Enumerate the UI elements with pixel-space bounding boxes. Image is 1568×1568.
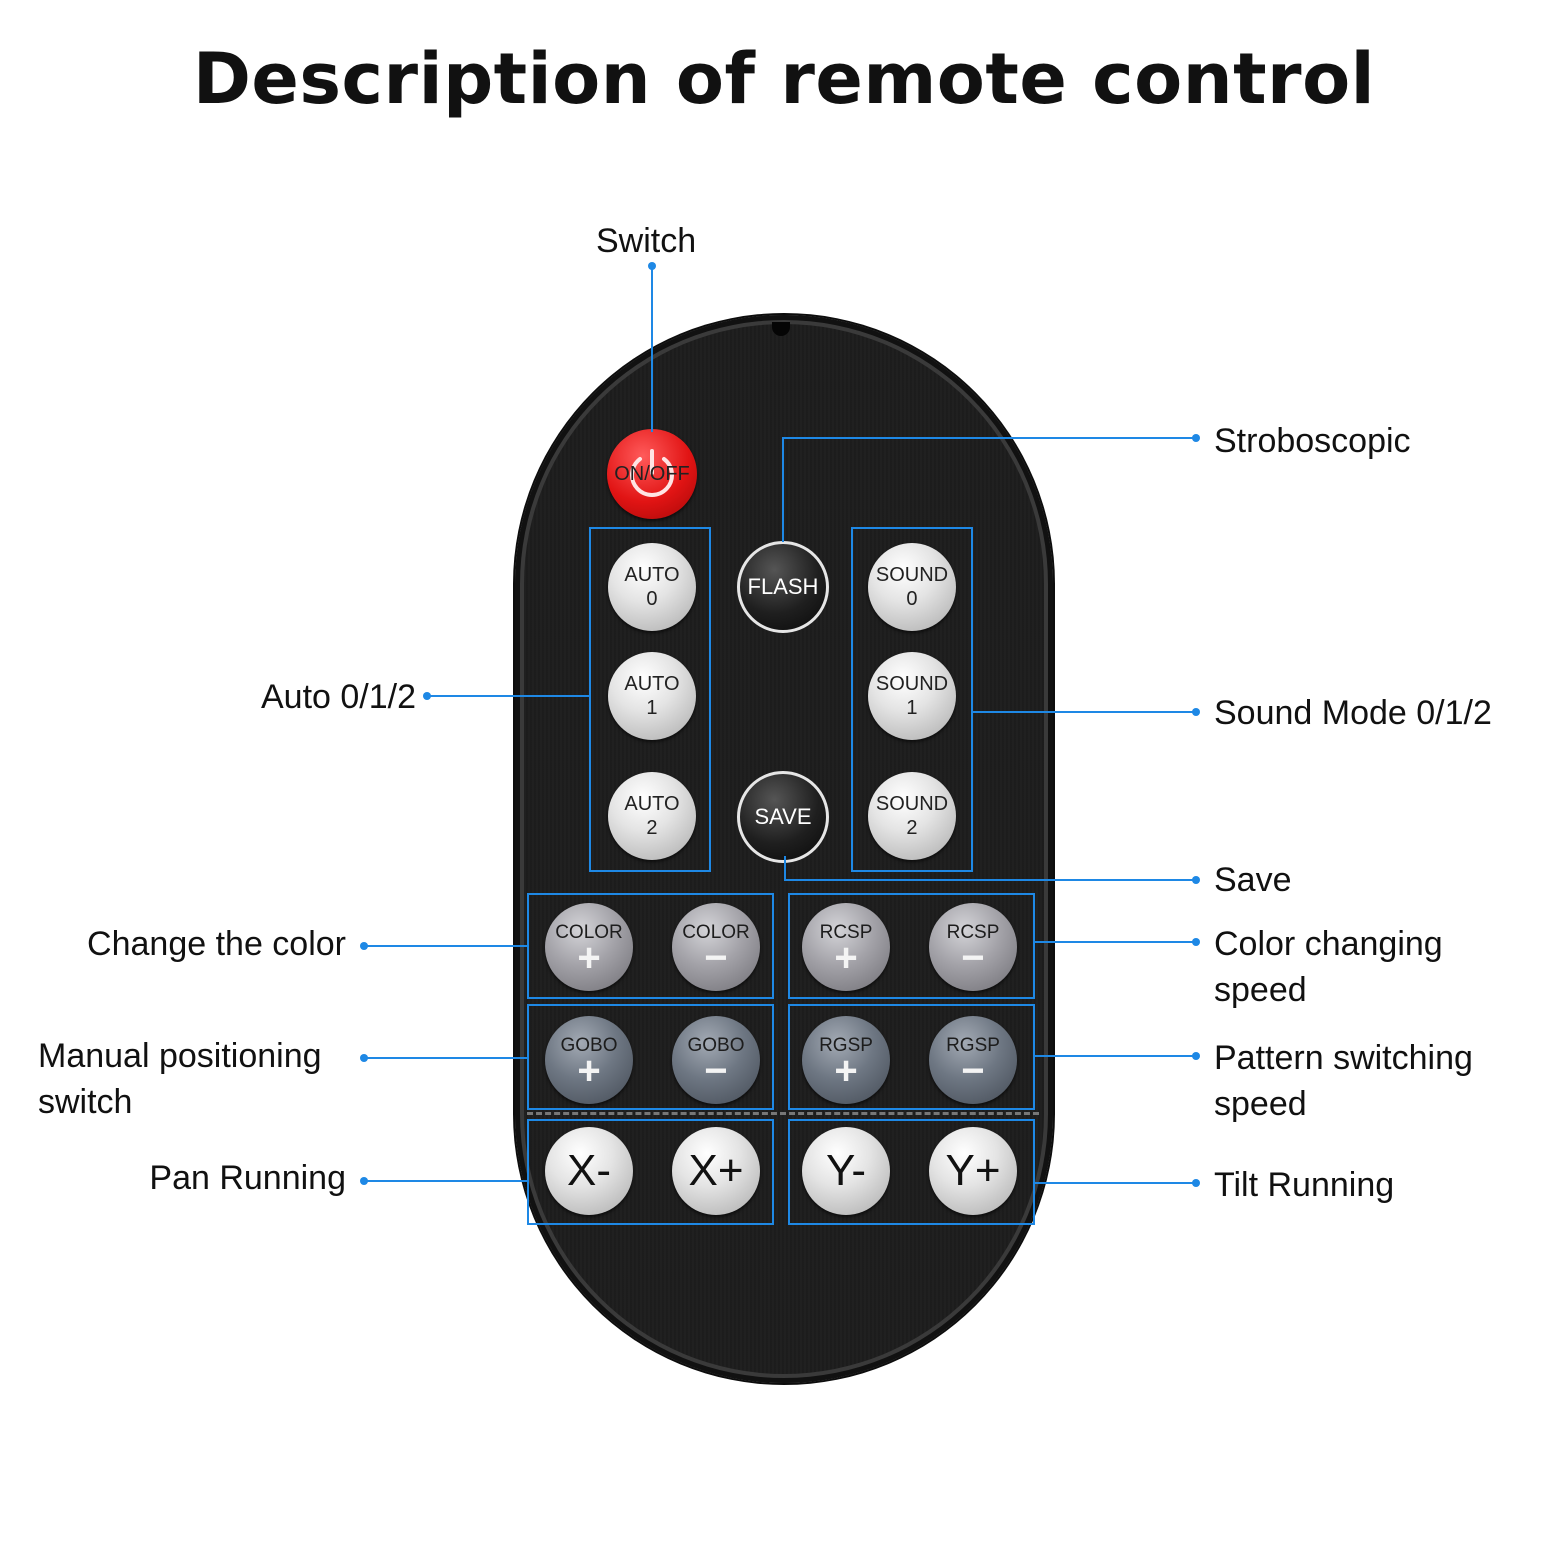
y-plus-button[interactable]: Y+ (929, 1127, 1017, 1215)
color-minus-label: COLOR (682, 922, 750, 943)
save-callout: Save (1214, 861, 1292, 899)
x-minus-label: X- (567, 1146, 611, 1195)
sound-2-button[interactable]: SOUND 2 (868, 772, 956, 860)
y-minus-label: Y- (826, 1146, 866, 1195)
gobo-plus-button[interactable]: GOBO+ (545, 1016, 633, 1104)
plus-icon: + (834, 936, 858, 980)
auto-2-label: AUTO 2 (624, 793, 680, 839)
pattern-speed-callout: Pattern switching speed (1214, 1039, 1473, 1123)
plus-icon: + (577, 936, 601, 980)
x-minus-button[interactable]: X- (545, 1127, 633, 1215)
rgsp-plus-button[interactable]: RGSP+ (802, 1016, 890, 1104)
gobo-plus-label: GOBO (560, 1035, 618, 1056)
auto-0-label: AUTO 0 (624, 564, 680, 610)
rgsp-minus-label: RGSP (946, 1035, 1000, 1056)
rgsp-minus-button[interactable]: RGSP− (929, 1016, 1017, 1104)
tilt-running-callout: Tilt Running (1214, 1166, 1395, 1204)
rcsp-plus-label: RCSP (819, 922, 873, 943)
sound-0-button[interactable]: SOUND 0 (868, 543, 956, 631)
sound-0-label: SOUND 0 (875, 564, 949, 610)
pan-running-callout: Pan Running (149, 1159, 346, 1197)
switch-callout: Switch (596, 222, 697, 260)
change-color-callout: Change the color (87, 925, 346, 963)
rcsp-minus-button[interactable]: RCSP− (929, 903, 1017, 991)
x-plus-button[interactable]: X+ (672, 1127, 760, 1215)
gobo-minus-label: GOBO (687, 1035, 745, 1056)
plus-icon: + (834, 1049, 858, 1093)
minus-icon: − (704, 936, 728, 980)
minus-icon: − (961, 936, 985, 980)
sound-group-box (851, 527, 973, 872)
auto-1-button[interactable]: AUTO 1 (608, 652, 696, 740)
pan-group-box (527, 1119, 774, 1225)
manual-positioning-callout: Manual positioning switch (38, 1037, 322, 1121)
minus-icon: − (704, 1049, 728, 1093)
save-label: SAVE (754, 804, 812, 829)
power-button[interactable]: ON/OFF (607, 429, 697, 519)
divider-line (527, 1112, 1039, 1115)
color-plus-label: COLOR (555, 922, 623, 943)
sound-mode-callout: Sound Mode 0/1/2 (1214, 694, 1492, 732)
auto-group-box (589, 527, 711, 872)
rcsp-group-box (788, 893, 1035, 999)
x-plus-label: X+ (688, 1146, 744, 1195)
stroboscopic-callout: Stroboscopic (1214, 422, 1411, 460)
plus-icon: + (577, 1049, 601, 1093)
auto-2-button[interactable]: AUTO 2 (608, 772, 696, 860)
color-speed-callout: Color changing speed (1214, 925, 1443, 1009)
save-button[interactable]: SAVE (737, 771, 829, 863)
flash-button[interactable]: FLASH (737, 541, 829, 633)
y-minus-button[interactable]: Y- (802, 1127, 890, 1215)
auto-0-button[interactable]: AUTO 0 (608, 543, 696, 631)
power-icon (630, 449, 674, 497)
minus-icon: − (961, 1049, 985, 1093)
rgsp-group-box (788, 1004, 1035, 1110)
sound-2-label: SOUND 2 (875, 793, 949, 839)
tilt-group-box (788, 1119, 1035, 1225)
rcsp-minus-label: RCSP (946, 922, 1000, 943)
page-title: Description of remote control (192, 38, 1376, 120)
color-plus-button[interactable]: COLOR+ (545, 903, 633, 991)
auto-callout: Auto 0/1/2 (260, 678, 416, 716)
sound-1-label: SOUND 1 (875, 673, 949, 719)
color-minus-button[interactable]: COLOR− (672, 903, 760, 991)
flash-label: FLASH (747, 574, 819, 599)
auto-1-label: AUTO 1 (624, 673, 680, 719)
color-group-box (527, 893, 774, 999)
gobo-group-box (527, 1004, 774, 1110)
power-label: ON/OFF (614, 463, 690, 485)
remote-notch (772, 322, 790, 336)
gobo-minus-button[interactable]: GOBO− (672, 1016, 760, 1104)
rgsp-plus-label: RGSP (819, 1035, 873, 1056)
rcsp-plus-button[interactable]: RCSP+ (802, 903, 890, 991)
y-plus-label: Y+ (945, 1146, 1001, 1195)
sound-1-button[interactable]: SOUND 1 (868, 652, 956, 740)
